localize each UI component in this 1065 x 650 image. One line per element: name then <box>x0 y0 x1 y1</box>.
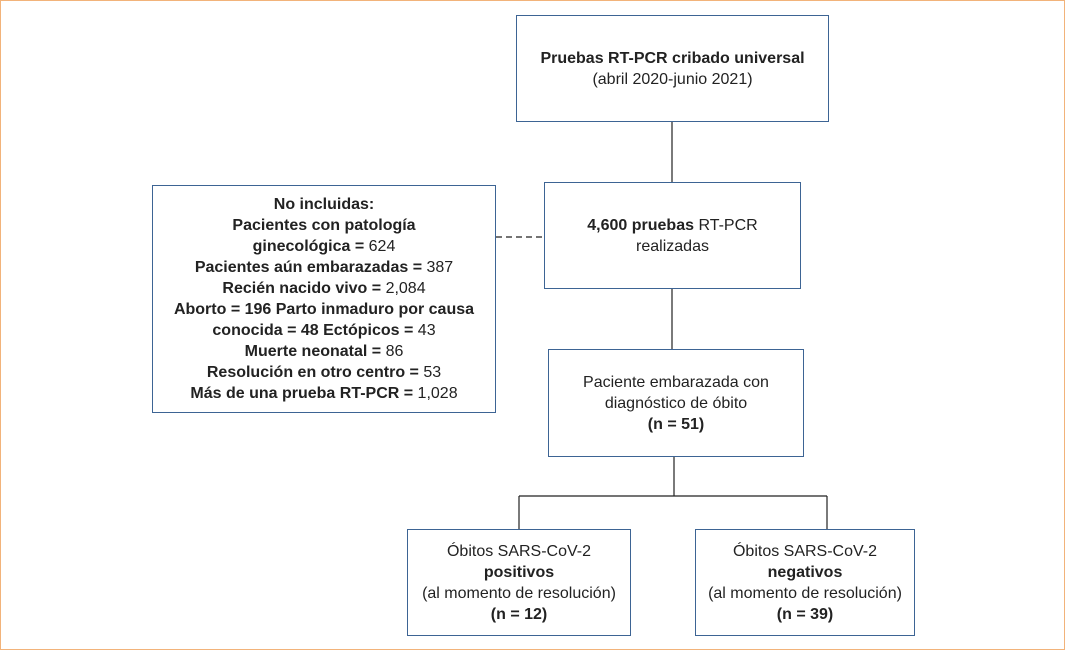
positive-box: Óbitos SARS-CoV-2 positivos (al momento … <box>407 529 631 636</box>
excluded-box: No incluidas: Pacientes con patología gi… <box>152 185 496 413</box>
excluded-item-label: conocida = 48 Ectópicos = <box>212 322 418 339</box>
positive-line-3: (al momento de resolución) <box>422 584 616 602</box>
positive-count: (n = 12) <box>490 605 548 623</box>
negative-box: Óbitos SARS-CoV-2 negativos (al momento … <box>695 529 915 636</box>
stillbirth-line-1: Paciente embarazada con <box>583 373 769 391</box>
excluded-item-value: 2,084 <box>385 280 426 297</box>
excluded-item: Pacientes con patología <box>232 215 415 236</box>
excluded-item: Pacientes aún embarazadas = 387 <box>195 257 453 278</box>
screening-period: (abril 2020-junio 2021) <box>592 70 753 88</box>
excluded-item-label: Pacientes aún embarazadas = <box>194 259 427 276</box>
excluded-item: Aborto = 196 Parto inmaduro por causa <box>174 299 474 320</box>
screening-box: Pruebas RT-PCR cribado universal (abril … <box>516 15 829 122</box>
excluded-item-label: Muerte neonatal = <box>244 343 386 360</box>
excluded-item: Resolución en otro centro = 53 <box>207 362 441 383</box>
excluded-item-value: 1,028 <box>417 385 458 402</box>
stillbirth-box: Paciente embarazada con diagnóstico de ó… <box>548 349 804 457</box>
negative-line-3: (al momento de resolución) <box>708 584 902 602</box>
excluded-item-label: Pacientes con patología <box>232 217 416 234</box>
excluded-item-label: ginecológica = <box>252 238 369 255</box>
excluded-item: Más de una prueba RT-PCR = 1,028 <box>190 383 457 404</box>
tests-line-1-rest: RT-PCR <box>694 216 758 234</box>
excluded-item-label: Resolución en otro centro = <box>206 364 424 381</box>
screening-title: Pruebas RT-PCR cribado universal <box>540 49 805 67</box>
positive-status: positivos <box>483 563 555 581</box>
positive-line-1: Óbitos SARS-CoV-2 <box>446 542 592 560</box>
excluded-item-value: 43 <box>417 322 436 339</box>
excluded-item-label: Aborto = 196 Parto inmaduro por causa <box>173 301 475 318</box>
excluded-item: Recién nacido vivo = 2,084 <box>222 278 425 299</box>
excluded-item: Muerte neonatal = 86 <box>245 341 404 362</box>
negative-status: negativos <box>767 563 843 581</box>
excluded-item-label: Más de una prueba RT-PCR = <box>190 385 418 402</box>
excluded-item: ginecológica = 624 <box>253 236 396 257</box>
excluded-title: No incluidas: <box>273 196 375 213</box>
negative-line-1: Óbitos SARS-CoV-2 <box>732 542 878 560</box>
tests-count: 4,600 pruebas <box>587 216 694 234</box>
tests-box: 4,600 pruebas RT-PCR realizadas <box>544 182 801 289</box>
tests-line-1: 4,600 pruebas RT-PCR <box>587 215 757 236</box>
excluded-item-label: Recién nacido vivo = <box>222 280 386 297</box>
tests-line-2: realizadas <box>636 237 709 255</box>
excluded-item-value: 624 <box>368 238 396 255</box>
excluded-item-value: 387 <box>426 259 454 276</box>
negative-count: (n = 39) <box>776 605 834 623</box>
excluded-item: conocida = 48 Ectópicos = 43 <box>212 320 435 341</box>
excluded-item-value: 86 <box>385 343 404 360</box>
excluded-item-value: 53 <box>423 364 442 381</box>
stillbirth-line-2: diagnóstico de óbito <box>604 394 748 412</box>
stillbirth-count: (n = 51) <box>647 415 705 433</box>
